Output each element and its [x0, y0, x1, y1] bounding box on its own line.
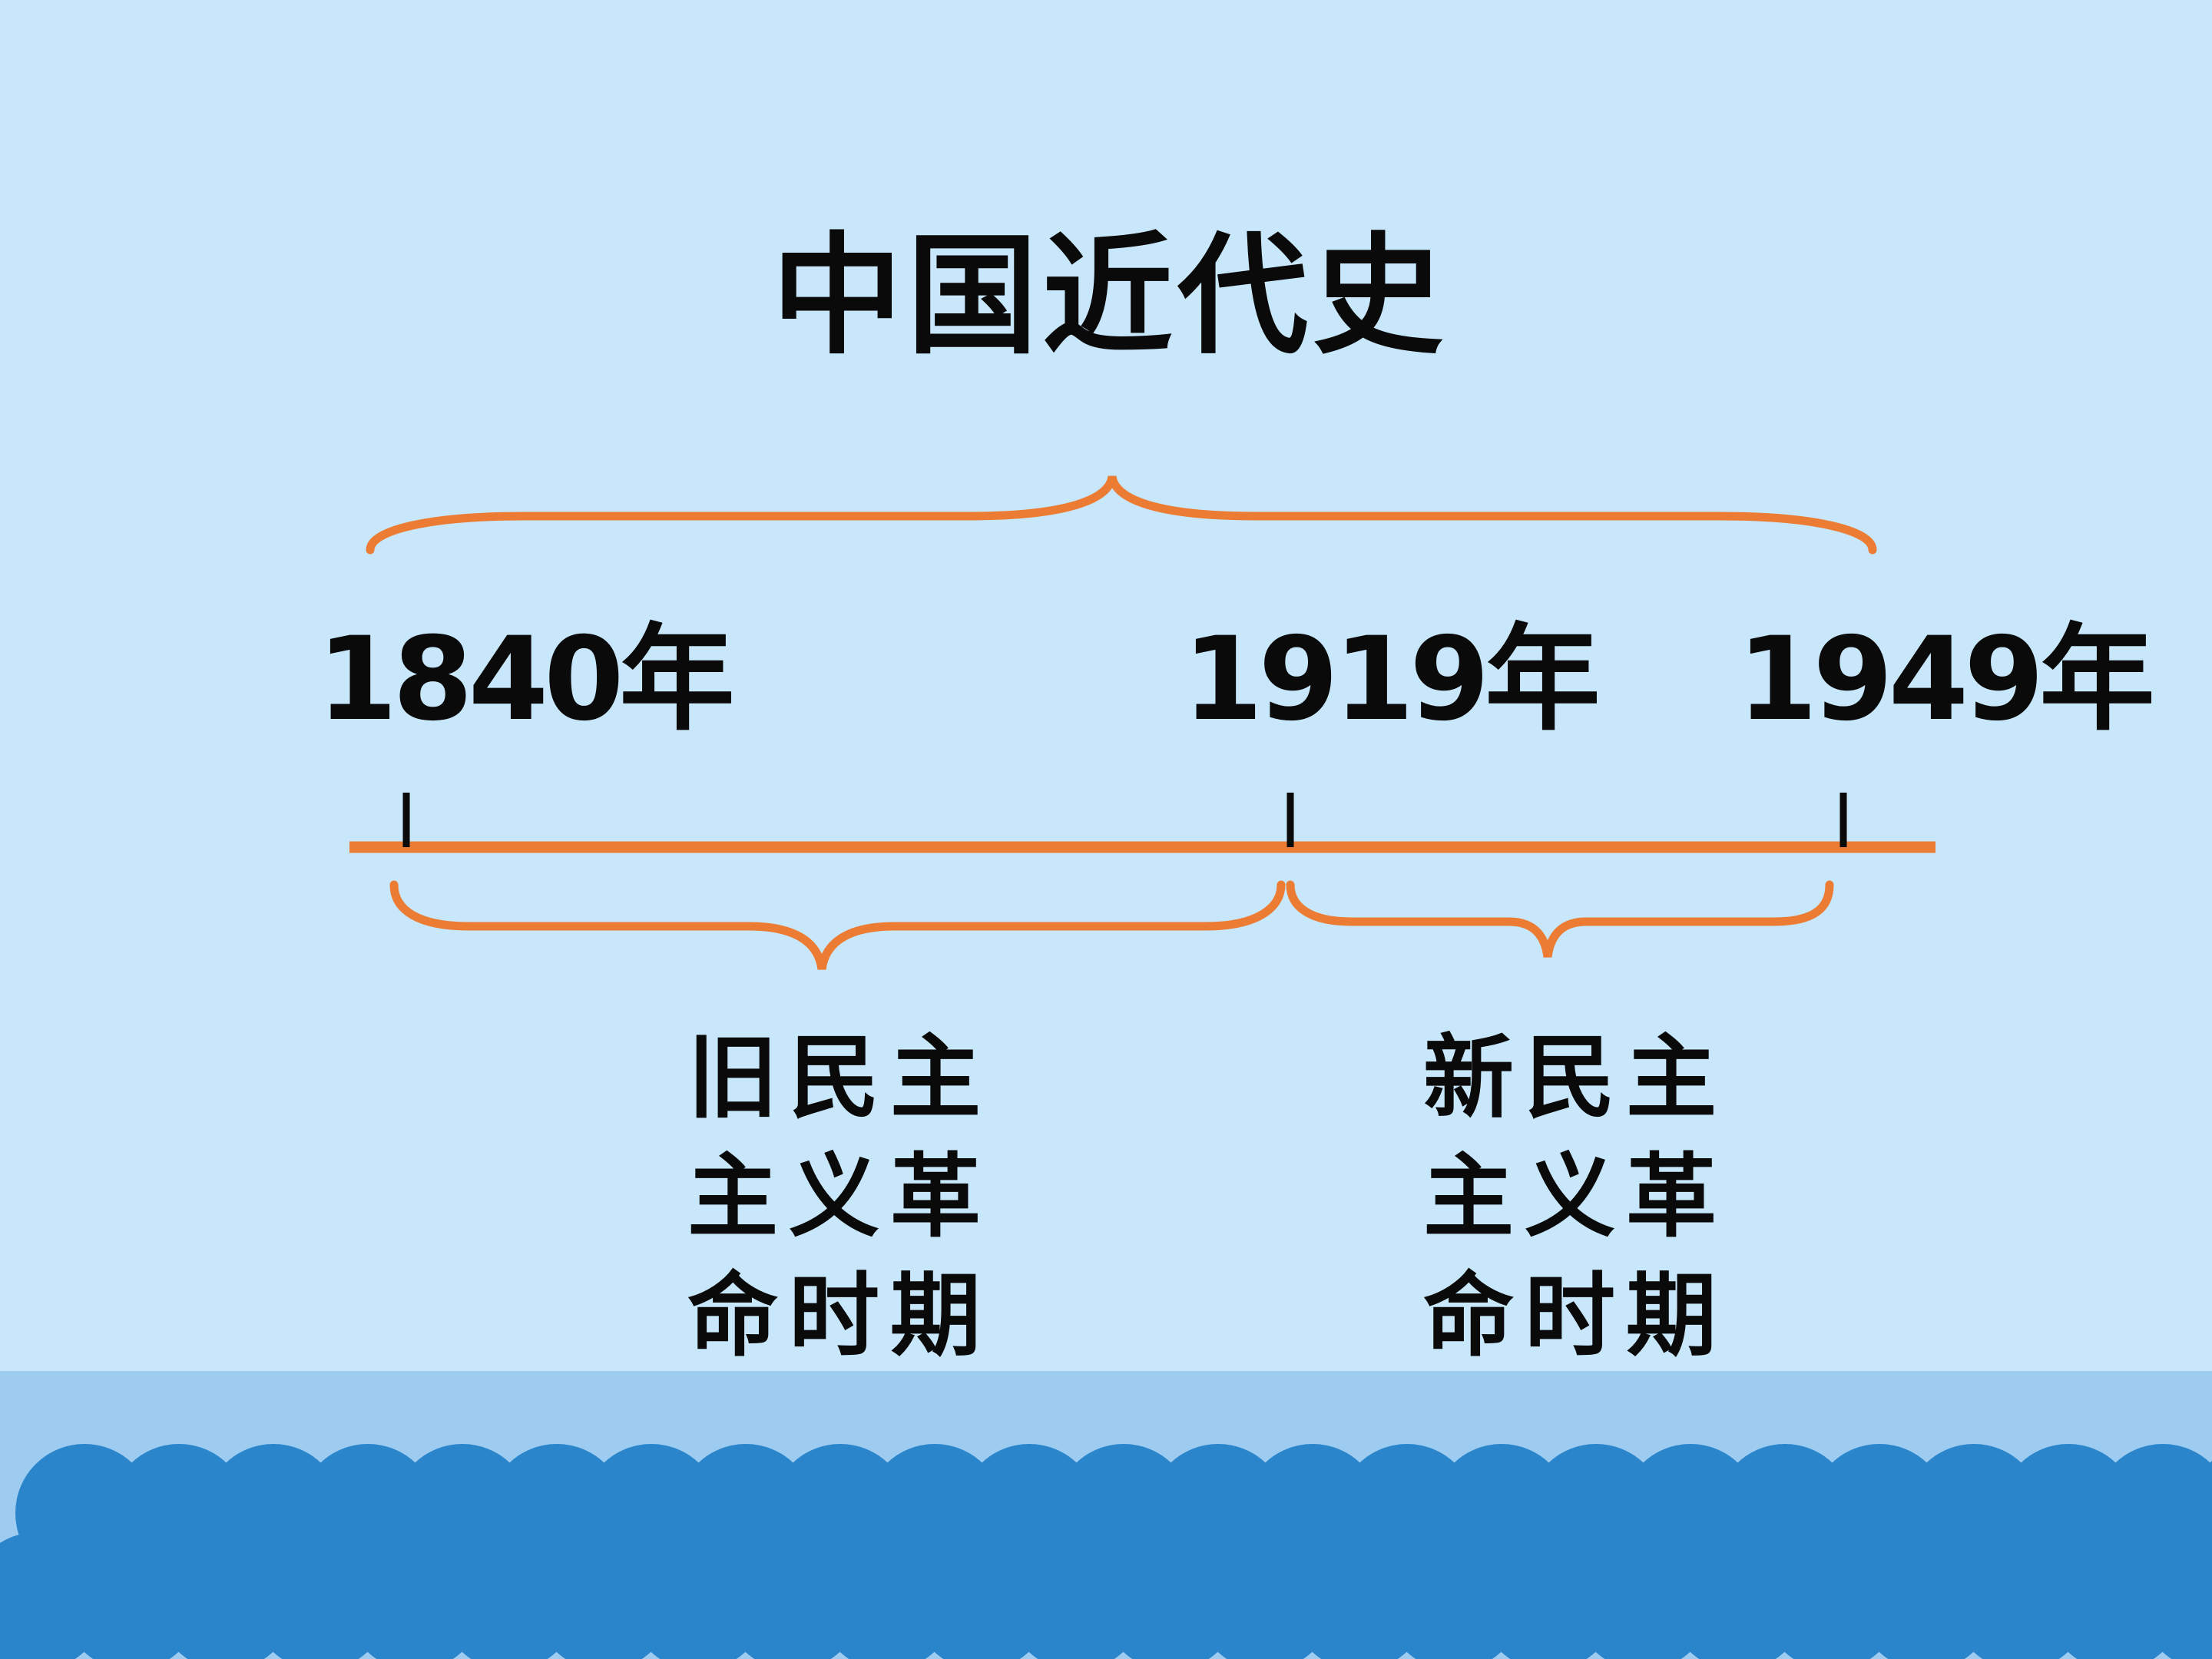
brace-1919-1949	[1286, 880, 1834, 958]
year-label-1919: 1919年	[1183, 613, 1600, 747]
period-line: 旧民主	[687, 1024, 992, 1131]
period-line: 命时期	[1423, 1262, 1728, 1369]
wave-row-front	[0, 1532, 2212, 1659]
year-label-1949: 1949年	[1737, 613, 2154, 747]
top-brace	[366, 475, 1877, 555]
slide-title: 中国近代史	[771, 219, 1448, 373]
period-line: 主义革	[687, 1143, 992, 1250]
wave-scallop	[2141, 1532, 2212, 1659]
period-line: 命时期	[687, 1262, 992, 1369]
period-line: 新民主	[1423, 1024, 1728, 1131]
period-label-old-democratic: 旧民主 主义革 命时期	[687, 1018, 1010, 1375]
period-label-new-democratic: 新民主 主义革 命时期	[1423, 1018, 1746, 1375]
brace-1840-1919	[389, 880, 1286, 970]
period-line: 主义革	[1423, 1143, 1728, 1250]
wave-decoration	[0, 1371, 2212, 1659]
timeline-graphic	[349, 475, 1936, 970]
year-label-1840: 1840年	[317, 613, 734, 747]
